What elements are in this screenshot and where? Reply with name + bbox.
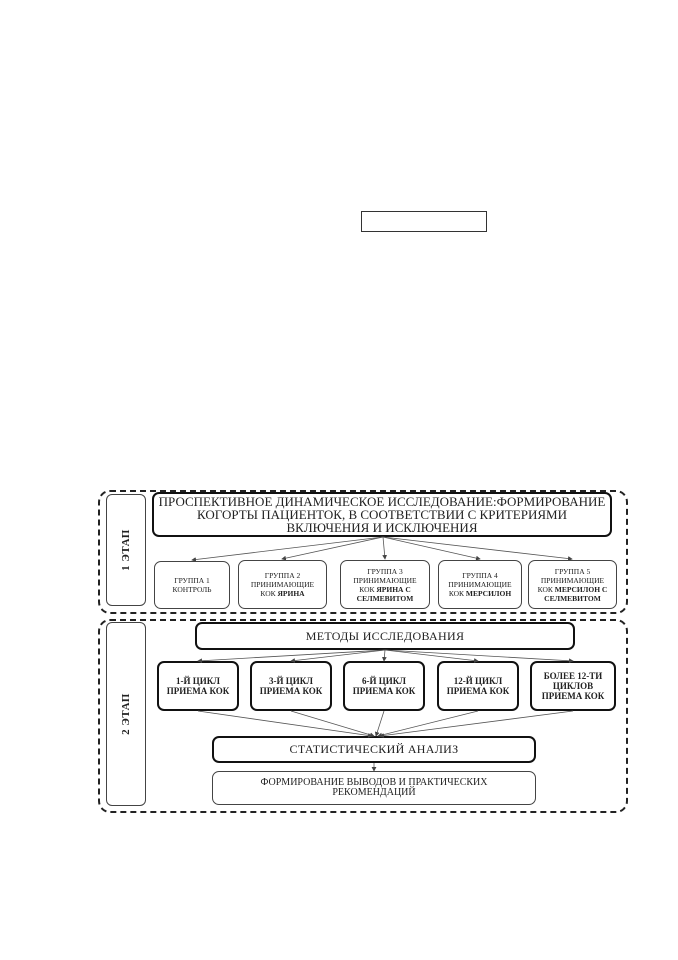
group-4-prefix: КОК — [448, 589, 465, 598]
arrow-methods-cycle-5 — [384, 649, 574, 664]
analysis-title: СТАТИСТИЧЕСКИЙ АНАЛИЗ — [289, 742, 459, 756]
group-3-drug: ЯРИНА С СЕЛМЕВИТОМ — [356, 584, 414, 603]
stage-2-label-box: 2 ЭТАП — [106, 622, 146, 806]
group-2-box: ГРУППА 2 ПРИНИМАЮЩИЕ КОК ЯРИНА — [238, 560, 327, 609]
group-2-prefix: КОК — [260, 589, 276, 598]
group-3-line2: ПРИНИМАЮЩИЕ — [353, 575, 417, 585]
methods-box: МЕТОДЫ ИССЛЕДОВАНИЯ — [195, 622, 575, 650]
group-3-box: ГРУППА 3 ПРИНИМАЮЩИЕ КОК ЯРИНА С СЕЛМЕВИ… — [340, 560, 430, 609]
arrow-methods-cycle-3 — [381, 649, 387, 662]
arrow-methods-cycle-4 — [384, 649, 479, 663]
cycle-4-label: 12-Й ЦИКЛ ПРИЕМА КОК — [446, 676, 510, 696]
cycle-2-label: 3-Й ЦИКЛ ПРИЕМА КОК — [259, 676, 323, 696]
stage-1-title: ПРОСПЕКТИВНОЕ ДИНАМИЧЕСКОЕ ИССЛЕДОВАНИЕ:… — [158, 494, 606, 535]
stage-2-frame — [98, 619, 628, 813]
group-3-prefix: КОК — [359, 584, 375, 594]
stage-1-frame — [98, 490, 628, 614]
cycle-2-box: 3-Й ЦИКЛ ПРИЕМА КОК — [250, 661, 332, 711]
group-5-line2: ПРИНИМАЮЩИЕ — [540, 575, 605, 585]
methods-title: МЕТОДЫ ИССЛЕДОВАНИЯ — [305, 628, 465, 643]
group-1-line2: КОНТРОЛЬ — [172, 585, 212, 594]
stage-1-title-box: ПРОСПЕКТИВНОЕ ДИНАМИЧЕСКОЕ ИССЛЕДОВАНИЕ:… — [152, 492, 612, 537]
arrow-methods-cycle-2 — [290, 649, 386, 663]
arrow-methods-cycle-1 — [197, 649, 386, 664]
cycle-5-label: БОЛЕЕ 12-ТИ ЦИКЛОВ ПРИЕМА КОК — [541, 671, 605, 701]
group-2-line2: ПРИНИМАЮЩИЕ — [250, 580, 315, 589]
arrow-cycle-1-analysis — [197, 710, 373, 738]
group-4-box: ГРУППА 4 ПРИНИМАЮЩИЕ КОК МЕРСИЛОН — [438, 560, 522, 609]
group-5-prefix: КОК — [537, 584, 553, 594]
group-1-line1: ГРУППА 1 — [174, 576, 210, 585]
group-4-line1: ГРУППА 4 — [462, 571, 498, 580]
stage-1-label-box: 1 ЭТАП — [106, 494, 146, 606]
conclusions-box: ФОРМИРОВАНИЕ ВЫВОДОВ И ПРАКТИЧЕСКИХ РЕКО… — [212, 771, 536, 805]
arrow-title-group-1 — [191, 536, 384, 562]
group-2-line1: ГРУППА 2 — [264, 571, 301, 580]
analysis-box: СТАТИСТИЧЕСКИЙ АНАЛИЗ — [212, 736, 536, 763]
arrow-cycle-3-analysis — [374, 710, 385, 737]
cycle-5-box: БОЛЕЕ 12-ТИ ЦИКЛОВ ПРИЕМА КОК — [530, 661, 616, 711]
cycle-1-label: 1-Й ЦИКЛ ПРИЕМА КОК — [166, 676, 230, 696]
cycle-4-box: 12-Й ЦИКЛ ПРИЕМА КОК — [437, 661, 519, 711]
cycle-3-label: 6-Й ЦИКЛ ПРИЕМА КОК — [352, 676, 416, 696]
group-4-drug: МЕРСИЛОН — [465, 589, 512, 598]
arrow-title-group-2 — [281, 536, 384, 561]
arrow-title-group-4 — [382, 536, 481, 561]
arrow-title-group-3 — [382, 536, 388, 560]
arrow-title-group-5 — [382, 536, 573, 561]
group-2-drug: ЯРИНА — [277, 589, 305, 598]
empty-box — [361, 211, 487, 232]
group-4-line2: ПРИНИМАЮЩИЕ — [448, 580, 512, 589]
group-5-drug: МЕРСИЛОН С СЕЛМЕВИТОМ — [544, 584, 608, 603]
group-3-line1: ГРУППА 3 — [367, 566, 403, 576]
group-5-line1: ГРУППА 5 — [554, 566, 591, 576]
arrow-cycle-4-analysis — [377, 710, 479, 738]
arrow-cycle-5-analysis — [379, 710, 574, 738]
cycle-3-box: 6-Й ЦИКЛ ПРИЕМА КОК — [343, 661, 425, 711]
arrow-cycle-2-analysis — [290, 710, 375, 738]
conclusions-title: ФОРМИРОВАНИЕ ВЫВОДОВ И ПРАКТИЧЕСКИХ РЕКО… — [260, 777, 488, 798]
